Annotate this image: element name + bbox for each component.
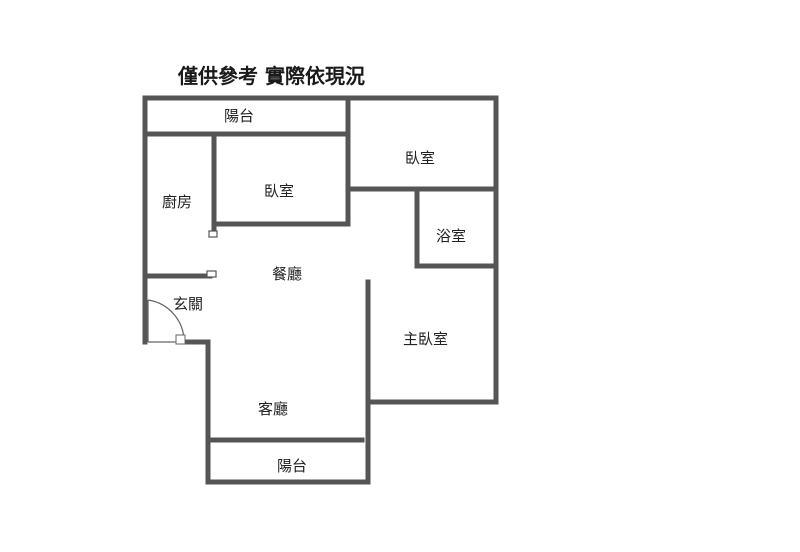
plan-title: 僅供參考 實際依現況 bbox=[177, 64, 365, 88]
label-kitchen: 廚房 bbox=[162, 193, 192, 211]
label-balcony-top: 陽台 bbox=[224, 107, 254, 125]
entrance-door bbox=[147, 299, 186, 345]
label-master-bedroom: 主臥室 bbox=[403, 330, 448, 348]
label-bathroom: 浴室 bbox=[436, 227, 466, 245]
label-dining: 餐廳 bbox=[272, 265, 302, 283]
label-living: 客廳 bbox=[258, 400, 288, 418]
fixture-kitchen bbox=[208, 230, 218, 238]
outer-wall bbox=[142, 95, 499, 485]
label-entrance: 玄關 bbox=[173, 295, 203, 313]
walls bbox=[142, 95, 499, 485]
label-bedroom-middle: 臥室 bbox=[264, 182, 294, 200]
label-balcony-bottom: 陽台 bbox=[277, 457, 307, 475]
label-bedroom-top-right: 臥室 bbox=[405, 149, 435, 167]
fixture-kitchen-2 bbox=[206, 270, 217, 278]
